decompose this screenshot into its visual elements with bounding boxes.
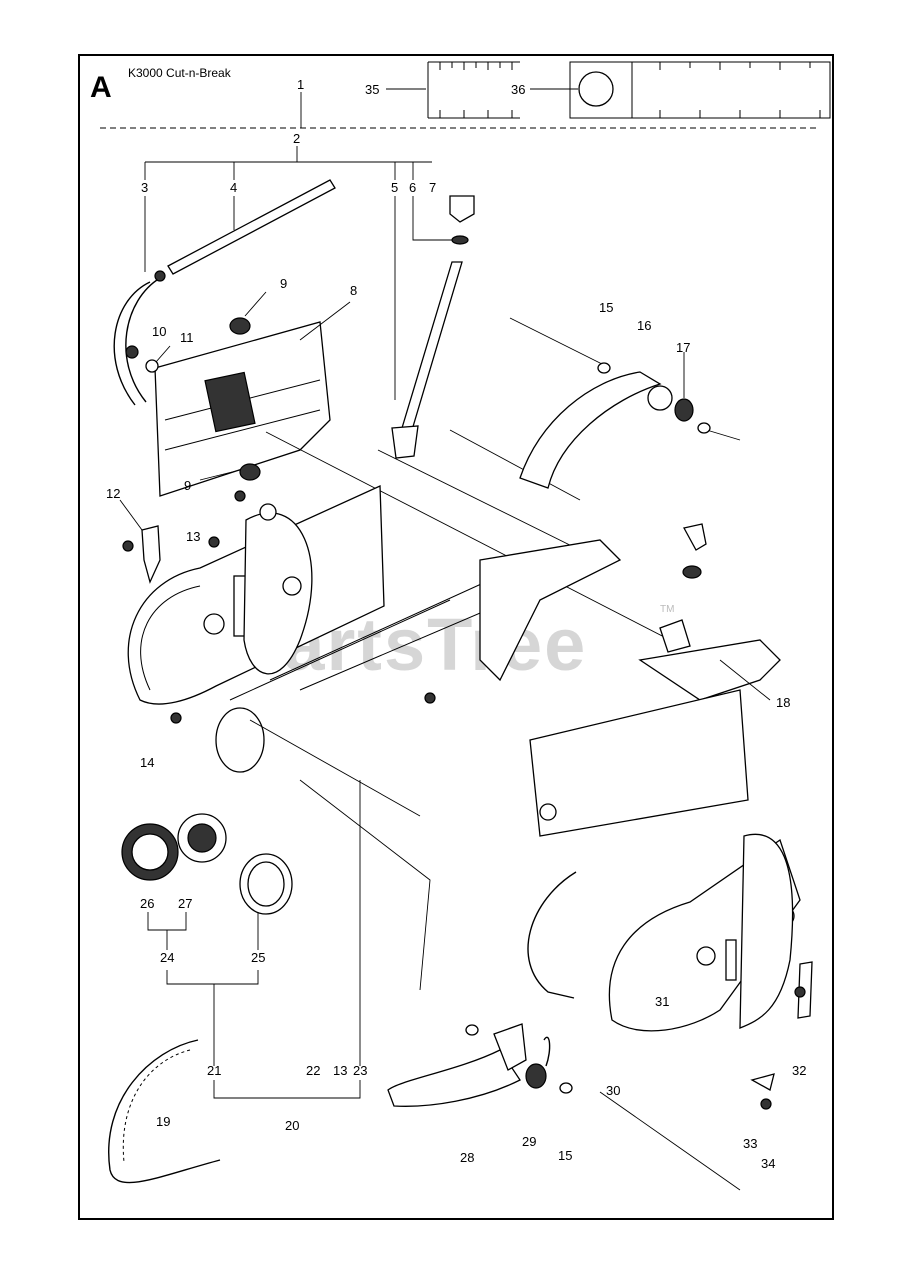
- label-34: 34: [761, 1156, 775, 1171]
- label-12: 12: [106, 486, 120, 501]
- guard-housing-part-31: [608, 833, 801, 1032]
- scale-strip-36: [569, 61, 831, 119]
- label-27: 27: [178, 896, 192, 911]
- strut-part-5: [391, 195, 475, 459]
- label-21: 21: [207, 1063, 221, 1078]
- label-30: 30: [606, 1083, 620, 1098]
- diagram-frame: [78, 54, 834, 1220]
- o-ring-part-15: [597, 362, 611, 374]
- blade-disc: [243, 503, 313, 675]
- gear-part-26: [121, 823, 179, 881]
- label-7: 7: [429, 180, 436, 195]
- bushing-part-9: [229, 317, 251, 335]
- label-20: 20: [285, 1118, 299, 1133]
- label-32: 32: [792, 1063, 806, 1078]
- label-16: 16: [637, 318, 651, 333]
- label-5: 5: [391, 180, 398, 195]
- screw-part-13b: [208, 536, 220, 548]
- label-33: 33: [743, 1136, 757, 1151]
- belt-part-19: [108, 1039, 221, 1184]
- guard-plate-part-8: [154, 301, 351, 497]
- label-22: 22: [306, 1063, 320, 1078]
- screw-part-13: [234, 490, 246, 502]
- label-24: 24: [160, 950, 174, 965]
- bushing-part-9-lower: [239, 463, 261, 481]
- model-title: K3000 Cut-n-Break: [128, 66, 232, 80]
- arm-part-16: [519, 352, 711, 489]
- label-4: 4: [230, 180, 237, 195]
- label-19: 19: [156, 1114, 170, 1129]
- label-17: 17: [676, 340, 690, 355]
- label-2: 2: [293, 131, 300, 146]
- label-31: 31: [655, 994, 669, 1009]
- section-letter: A: [90, 71, 112, 104]
- label-15: 15: [599, 300, 613, 315]
- scale-strip-35: [427, 61, 520, 119]
- label-25: 25: [251, 950, 265, 965]
- label-10: 10: [152, 324, 166, 339]
- o-ring-seal: [215, 707, 265, 773]
- scale-circle: [578, 71, 614, 107]
- label-1: 1: [297, 77, 304, 92]
- label-29: 29: [522, 1134, 536, 1149]
- label-23: 23: [353, 1063, 367, 1078]
- spring-part-29: [525, 1036, 573, 1094]
- washer-part-11: [145, 359, 159, 373]
- label-28: 28: [460, 1150, 474, 1165]
- label-36: 36: [511, 82, 525, 97]
- elbow-part-17: [659, 523, 707, 653]
- label-15-lower: 15: [558, 1148, 572, 1163]
- label-13: 13: [186, 529, 200, 544]
- clip-part-33: [750, 1073, 775, 1110]
- latch-part-32: [794, 961, 813, 1019]
- bar-plate-part-18: [479, 539, 781, 837]
- label-6: 6: [409, 180, 416, 195]
- rod-part-4: [167, 179, 336, 275]
- label-35: 35: [365, 82, 379, 97]
- latch-part-12: [119, 499, 161, 584]
- bearing-part-27: [177, 813, 227, 863]
- part-labels: 1 2 3 4 5 6 7 8 9 9 10 11 12 13 13 14 15…: [106, 77, 806, 1171]
- label-26: 26: [140, 896, 154, 911]
- nut-part-10: [125, 345, 139, 359]
- label-9: 9: [280, 276, 287, 291]
- label-3: 3: [141, 180, 148, 195]
- spring-part-3: [113, 196, 166, 406]
- label-14: 14: [140, 755, 154, 770]
- label-18: 18: [776, 695, 790, 710]
- screw-part-13d: [170, 712, 182, 724]
- label-11: 11: [180, 330, 194, 345]
- watermark-tm: TM: [660, 604, 674, 615]
- ring-part-25: [239, 853, 293, 915]
- arm-part-28: [387, 1023, 527, 1107]
- spring-right: [527, 871, 577, 999]
- screw-part-13c: [424, 692, 436, 704]
- label-13-lower: 13: [333, 1063, 347, 1078]
- label-8: 8: [350, 283, 357, 298]
- label-9-lower: 9: [184, 478, 191, 493]
